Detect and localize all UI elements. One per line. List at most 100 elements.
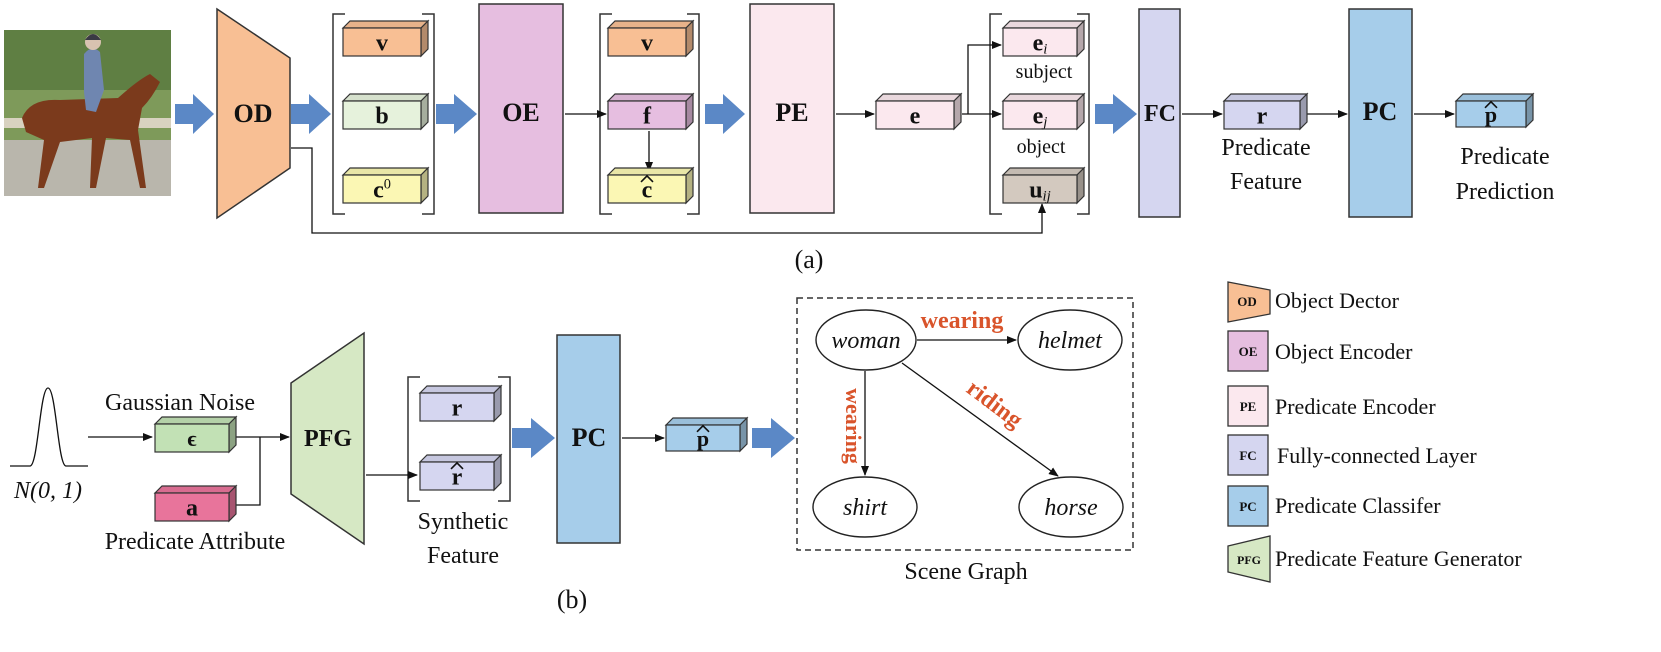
svg-text:e: e [910,104,921,130]
feature-box-uij: uij [1001,166,1086,205]
edge-label-riding: riding [961,375,1027,433]
legend: OD Object Dector OE Object Encoder PE Pr… [1227,281,1522,583]
legend-od-swatch [1227,281,1271,323]
synthetic-feature-line1: Synthetic [418,509,509,535]
predicate-feature-generator-block: PFG [290,331,365,546]
flow-arrows-b [512,418,795,458]
caption-b: (b) [557,585,587,614]
feature-box-e: e [874,92,963,131]
feature-box-p-hat: p [1454,92,1535,129]
visual-features-bracket [332,13,435,215]
feature-box-ei: ei [1001,19,1086,58]
feature-box-r-b: r [418,384,503,423]
pe-label: PE [775,98,808,127]
svg-text:c0: c0 [373,177,391,204]
node-shirt-label: shirt [843,495,888,521]
gaussian-curve-icon [10,387,88,467]
hat-accent [450,461,464,470]
connector-arrows-b [88,433,665,506]
node-horse [1018,476,1124,538]
scene-graph: woman helmet shirt horse wearing wearing… [796,297,1134,585]
svg-text:v: v [376,31,388,57]
edge-label-wearing-shirt: wearing [841,388,866,464]
legend-oe-abbr: OE [1239,344,1258,359]
svg-text:r: r [452,465,463,491]
rider-on-horse-photo [4,30,171,196]
predicate-feature-line2: Feature [1230,169,1302,195]
feature-box-p-hat-b: p [664,416,749,453]
feature-box-c0: c0 [341,166,430,205]
svg-text:p: p [1485,102,1497,127]
caption-a: (a) [795,245,824,274]
gaussian-noise-label: Gaussian Noise [105,390,255,416]
legend-pe-swatch [1227,385,1269,427]
legend-od-abbr: OD [1237,294,1257,309]
legend-od-label: Object Dector [1275,288,1400,313]
feature-box-c-hat: c [606,166,695,205]
predicate-classifier-block-b: PC [556,334,621,544]
object-label: object [1017,136,1066,158]
predicate-prediction-line2: Prediction [1456,179,1555,205]
od-label: OD [234,99,273,128]
legend-fc-abbr: FC [1239,448,1256,463]
hat-accent [640,174,654,183]
object-encoder-block: OE [478,3,564,214]
fc-label: FC [1144,101,1176,127]
synthetic-features-bracket [407,376,511,502]
node-horse-label: horse [1044,495,1098,521]
legend-pc-abbr: PC [1239,499,1256,514]
hat-accent [1484,100,1498,109]
svg-text:f: f [643,104,652,130]
feature-box-f: f [606,92,695,131]
legend-fc-swatch [1227,434,1269,476]
feature-box-b: b [341,92,430,131]
feature-box-epsilon: ϵ [153,415,238,454]
connector-arrows-a [291,41,1455,234]
predicate-attribute-label: Predicate Attribute [105,529,286,555]
scene-graph-caption: Scene Graph [904,559,1027,585]
feature-box-v: v [341,19,430,58]
legend-oe-swatch [1227,330,1269,372]
predicate-prediction-line1: Predicate [1460,144,1549,170]
pc-label: PC [1363,97,1398,126]
object-detector-block: OD [216,7,291,220]
node-helmet-label: helmet [1038,328,1103,354]
legend-fc-label: Fully-connected Layer [1277,443,1477,468]
svg-text:p: p [697,426,709,451]
legend-pe-abbr: PE [1240,399,1257,414]
pc-b-label: PC [572,423,607,452]
feature-box-v2: v [606,19,695,58]
node-shirt [812,476,918,538]
synthetic-feature-line2: Feature [427,543,499,569]
svg-text:uij: uij [1029,178,1051,205]
svg-text:ej: ej [1033,104,1048,131]
svg-text:r: r [1257,104,1268,130]
feature-box-r: r [1222,92,1309,131]
legend-pfg-abbr: PFG [1237,553,1261,567]
predicate-encoder-block: PE [749,3,835,214]
legend-pfg-label: Predicate Feature Generator [1275,546,1522,571]
node-helmet [1017,309,1123,371]
svg-text:a: a [186,496,198,522]
predicate-classifier-block: PC [1348,8,1413,218]
subject-label: subject [1016,61,1073,83]
svg-text:v: v [641,31,653,57]
scene-graph-frame [796,297,1134,551]
legend-oe-label: Object Encoder [1275,339,1413,364]
normal-dist-label: N(0, 1) [13,478,82,504]
svg-text:ei: ei [1033,31,1048,58]
svg-text:c: c [642,178,653,204]
node-woman-label: woman [831,328,900,354]
feature-boxes: v b c0 v f c e ei ej uij r p ϵ a r r p [153,19,1535,523]
edge-woman-horse [901,362,1059,477]
edge-label-wearing-helmet: wearing [921,308,1004,334]
pfg-label: PFG [304,426,352,452]
legend-pe-label: Predicate Encoder [1275,394,1436,419]
oe-label: OE [502,98,540,127]
legend-pfg-swatch [1227,535,1271,583]
feature-box-a: a [153,484,238,523]
svg-text:ϵ: ϵ [187,426,196,451]
hat-accent [696,424,710,433]
feature-box-ej: ej [1001,92,1086,131]
